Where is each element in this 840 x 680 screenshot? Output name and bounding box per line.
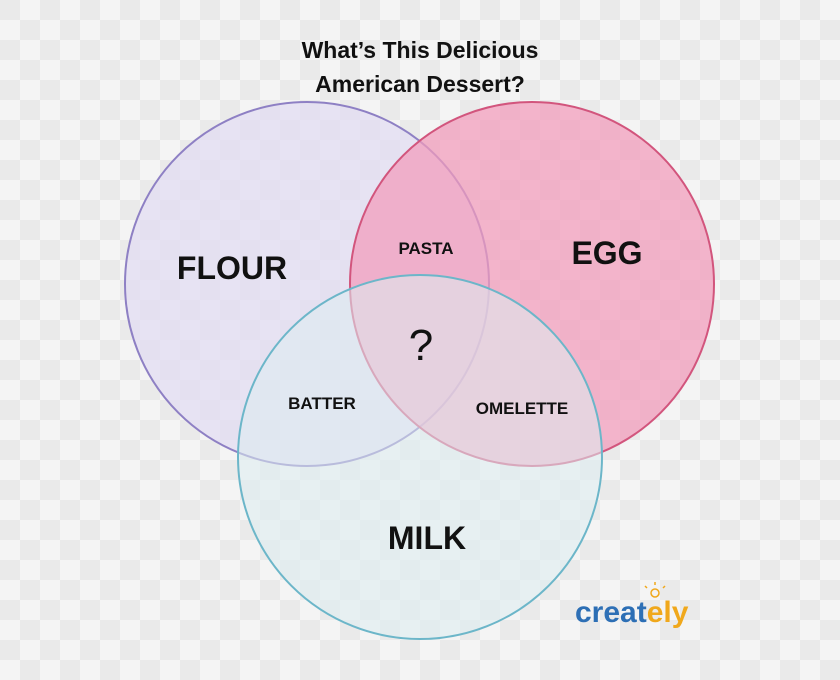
pasta-label: PASTA [398,239,453,258]
title-line-2: American Dessert? [315,71,525,97]
center-question-mark: ? [409,321,433,370]
creately-logo: creately [575,582,689,629]
milk-label: MILK [388,520,466,556]
batter-label: BATTER [288,394,356,413]
brand-text-main: creat [575,596,647,629]
omelette-label: OMELETTE [476,399,569,418]
lightbulb-icon [644,582,666,598]
egg-label: EGG [571,235,642,271]
title-line-1: What’s This Delicious [302,37,539,63]
flour-label: FLOUR [177,250,287,286]
brand-text-accent: ely [647,596,689,629]
milk-circle [237,274,603,640]
svg-text:creately: creately [575,596,689,629]
